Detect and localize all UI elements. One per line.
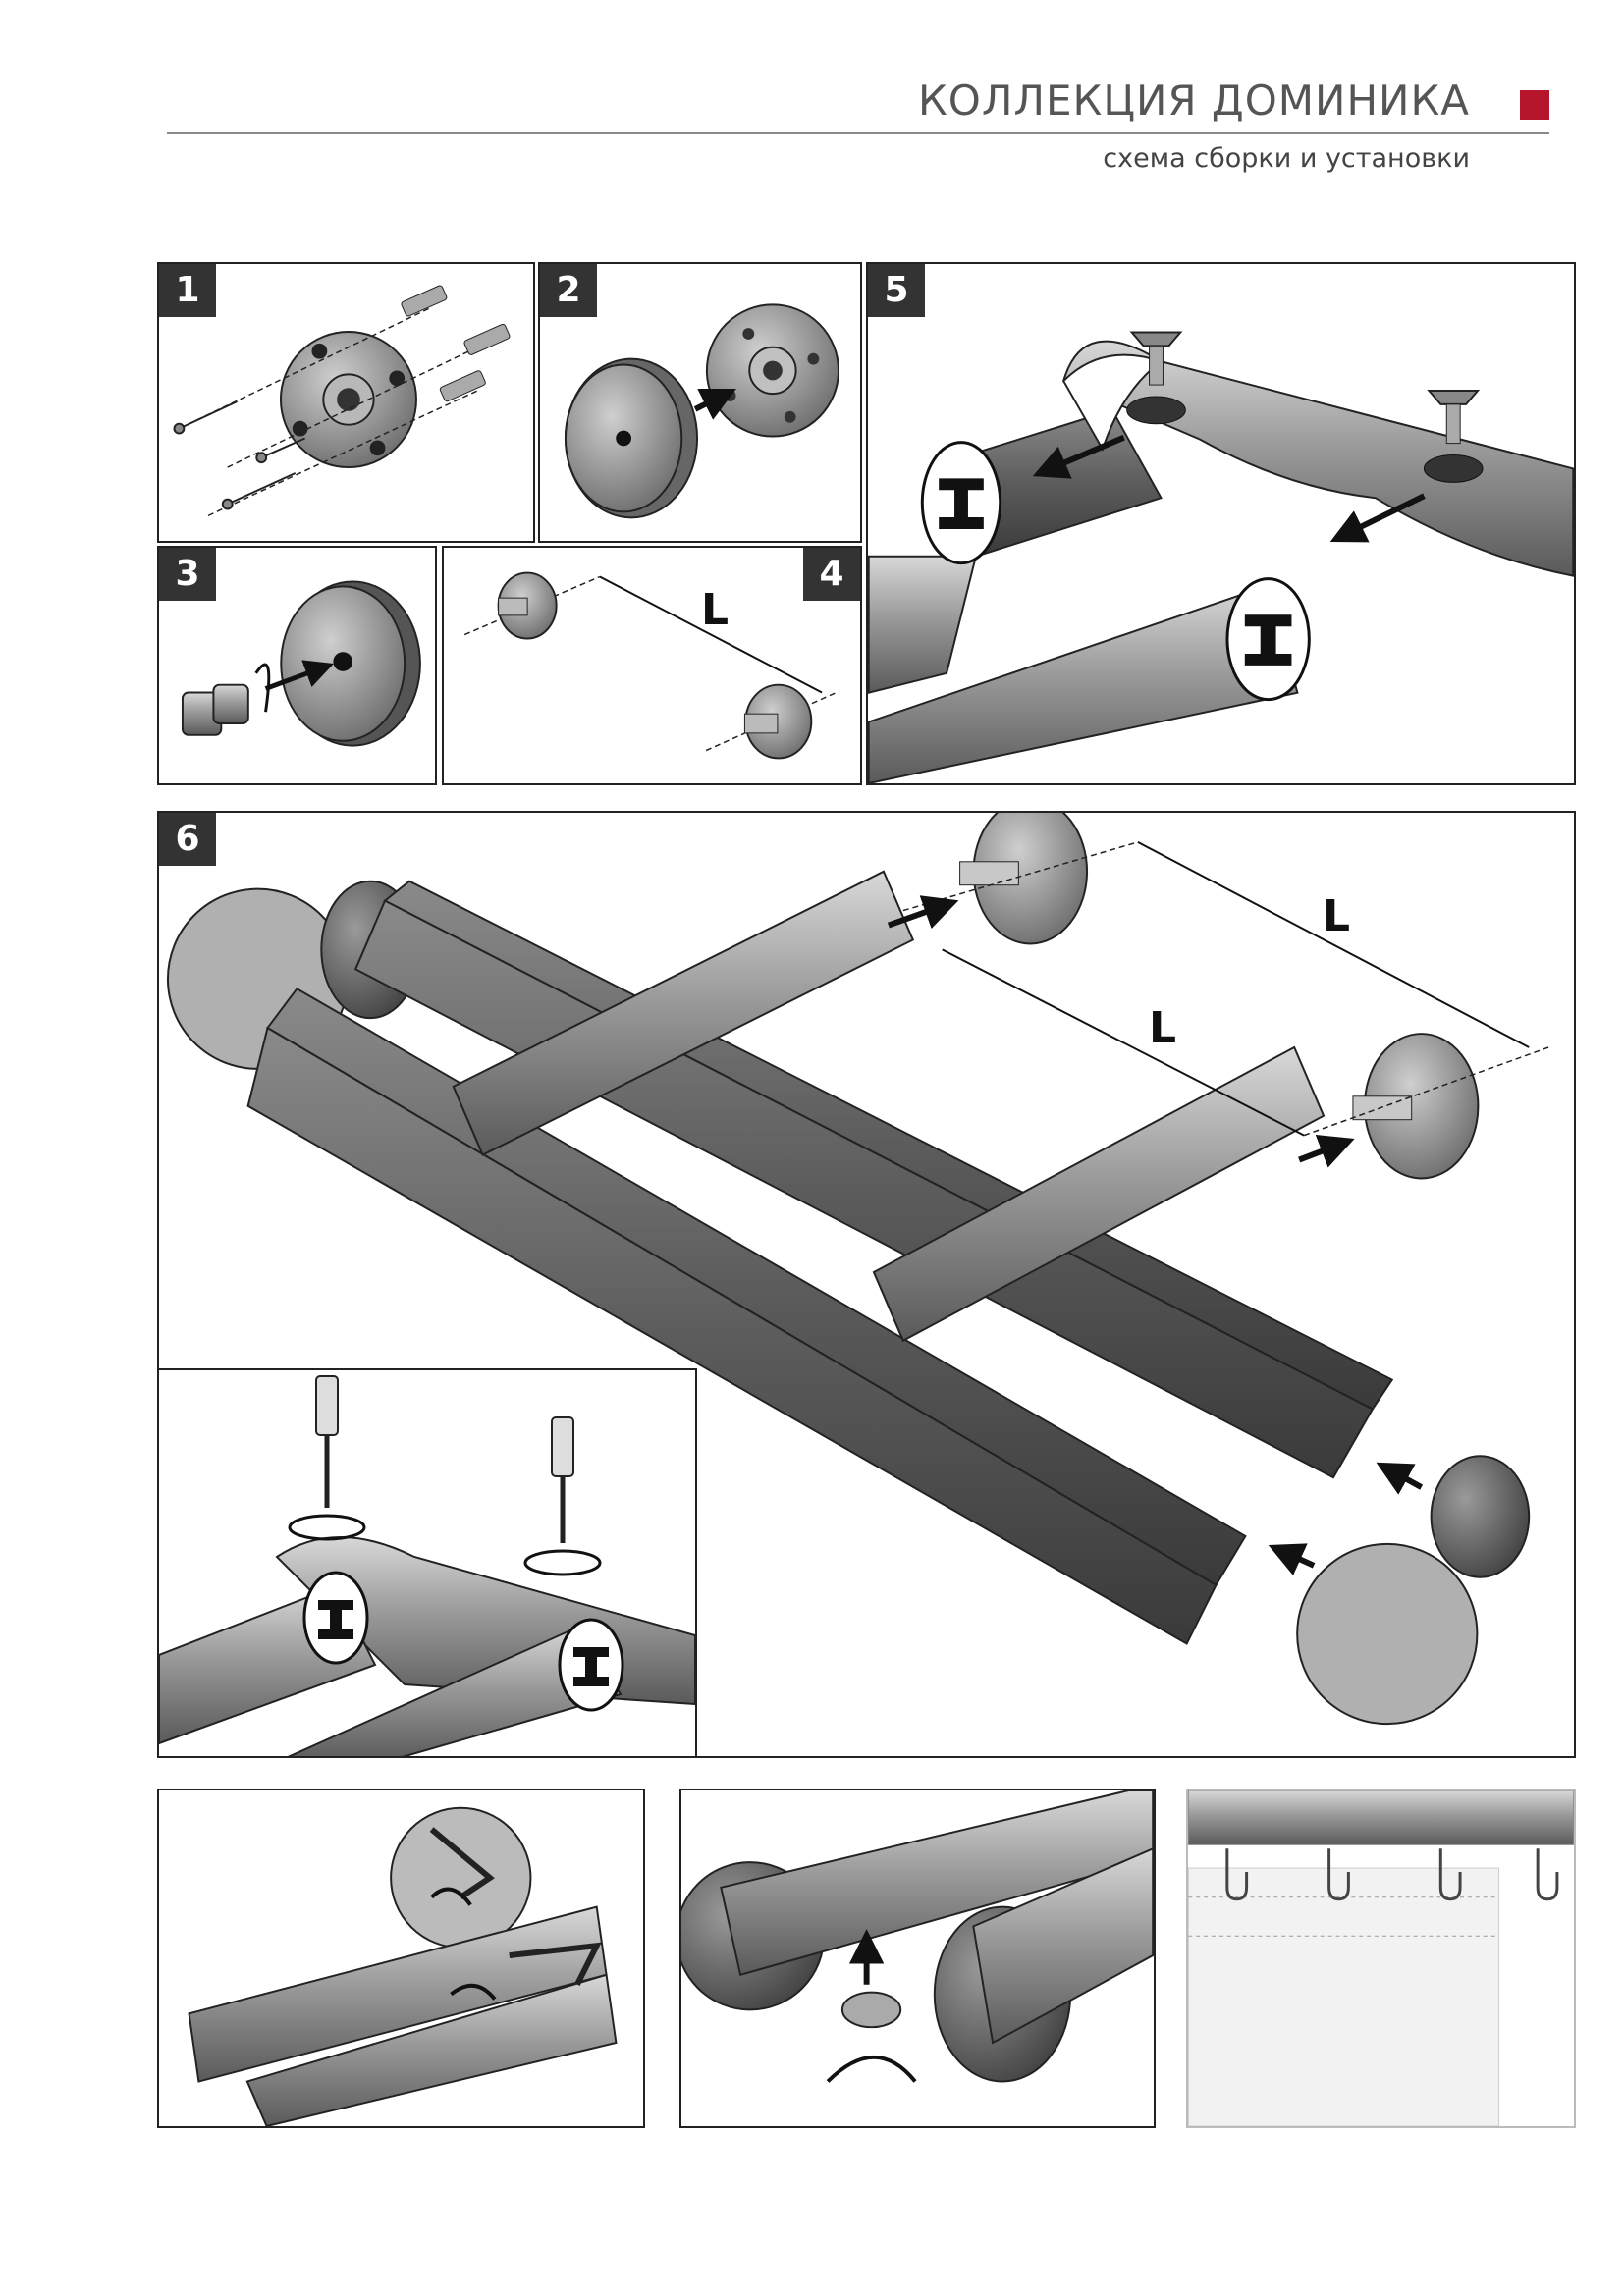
step-3-illustration <box>181 580 421 747</box>
step-badge: 1 <box>159 264 216 317</box>
step-badge: 2 <box>540 264 597 317</box>
step-6-illustration <box>166 813 1549 1726</box>
insert-arrow-icon <box>1268 1543 1316 1575</box>
curtain-hook-icon <box>1225 1848 1559 1901</box>
document-subtitle: схема сборки и установки <box>1103 143 1470 174</box>
dimension-line <box>599 575 823 694</box>
rod-pair <box>188 1905 618 2126</box>
end-cap-icon <box>497 571 813 760</box>
step-badge: 6 <box>159 813 216 866</box>
step-5-illustration <box>868 331 1574 783</box>
screw-icon <box>173 400 305 510</box>
insert-arrow-icon <box>1376 1462 1424 1495</box>
hex-key-illustration <box>188 1806 618 2126</box>
connector-tube <box>452 870 1326 1343</box>
step-4-panel: 4 L <box>442 546 862 785</box>
step-4-illustration <box>463 571 838 760</box>
dimension-line <box>942 948 1305 1137</box>
insert-arrow-icon <box>1329 493 1426 543</box>
dimension-line <box>1137 840 1530 1048</box>
step-2-panel: 2 <box>538 262 862 543</box>
detail-inset-illustration <box>159 1375 695 1756</box>
step-badge: 5 <box>868 264 925 317</box>
wall-plug-icon <box>401 285 511 402</box>
rotate-arrow-icon <box>288 1514 602 1576</box>
lower-rod <box>868 577 1311 783</box>
screwdriver-icon <box>315 1375 574 1543</box>
hex-key-tighten-panel <box>157 1789 645 2128</box>
threaded-insert <box>181 683 249 736</box>
step-3-panel: 3 <box>157 546 437 785</box>
insert-arrow-icon <box>1032 434 1125 479</box>
insert-arrow-icon <box>887 895 959 930</box>
step-2-illustration <box>564 303 839 519</box>
bracket-icon <box>705 303 839 438</box>
end-cap-icon <box>280 580 421 747</box>
bracket-icon <box>279 331 417 469</box>
rod-profiles <box>159 1571 624 1756</box>
bracket-icon <box>959 813 1480 1180</box>
screw-icon <box>1126 331 1484 483</box>
insert-arrow-icon <box>1298 1135 1355 1168</box>
insert-arrow-icon <box>693 388 736 420</box>
step-1-panel: 1 <box>157 262 535 543</box>
brand-square-fill <box>1520 90 1549 120</box>
document-title: КОЛЛЕКЦИЯ ДОМИНИКА <box>917 77 1470 125</box>
dimension-label: L <box>701 585 730 635</box>
step-5-panel: 5 <box>866 262 1576 785</box>
rotate-arrow-icon <box>254 663 271 713</box>
curtain-hooks-illustration <box>1188 1790 1574 2126</box>
runner-insert-illustration <box>681 1790 1154 2083</box>
dimension-label-rear: L <box>1323 891 1351 941</box>
hex-key-icon <box>429 1827 602 1987</box>
runner-glider <box>840 1991 902 2029</box>
rotate-arrow-icon <box>826 2056 917 2083</box>
connector-tube <box>1061 340 1574 577</box>
runner-insert-panel <box>679 1789 1156 2128</box>
dimension-label-front: L <box>1149 1003 1177 1053</box>
step-1-illustration <box>173 285 511 517</box>
step-badge: 3 <box>159 548 216 601</box>
upper-rod <box>868 408 1163 694</box>
curtain-hooks-panel <box>1186 1789 1576 2128</box>
step-badge: 4 <box>803 548 860 601</box>
step-6-panel: 6 L L <box>157 811 1576 1758</box>
header-divider <box>167 132 1549 134</box>
end-cap-icon <box>564 357 699 519</box>
insert-arrow-icon <box>264 660 335 691</box>
step-6-detail-inset <box>159 1368 697 1756</box>
rotate-arrow-icon <box>430 1887 497 2001</box>
brand-square-icon <box>1520 90 1549 120</box>
end-cap-icon <box>1296 1455 1531 1726</box>
